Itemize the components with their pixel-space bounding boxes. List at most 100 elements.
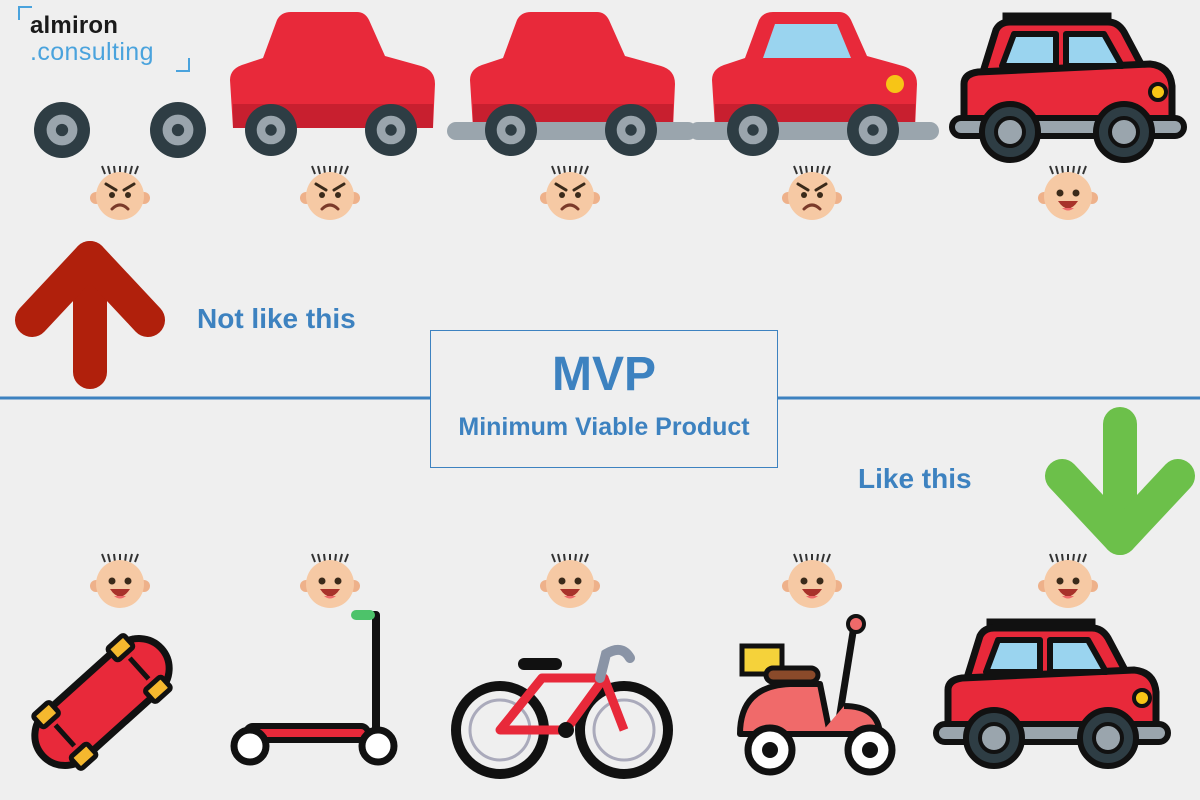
mouth [560, 203, 580, 211]
wheels-icon [34, 102, 206, 158]
wheel-center [385, 124, 397, 136]
scooter-hub [862, 742, 878, 758]
head [306, 560, 354, 608]
mvp-title: MVP [551, 348, 656, 401]
eye [1072, 577, 1080, 585]
skateboard-wheel [31, 700, 61, 730]
hair-strand [584, 165, 589, 175]
hair-strand [129, 553, 133, 563]
mouth [802, 203, 822, 211]
head [1044, 172, 1092, 220]
hair-strand [579, 165, 583, 175]
eye [559, 192, 565, 198]
bicycle-wheel [575, 681, 673, 779]
car-window-front [999, 31, 1059, 69]
car-headlight [1148, 82, 1168, 102]
eye [1056, 189, 1064, 197]
bicycle-rim [592, 698, 656, 762]
up-arrow-icon [15, 241, 165, 389]
hair-strand [557, 165, 561, 175]
skateboard-truck [53, 723, 77, 748]
hair-strand [129, 165, 133, 175]
brow [572, 182, 586, 192]
head [96, 172, 144, 220]
mouth [560, 589, 580, 597]
face-happy-bottom-2 [300, 553, 360, 608]
mvp-subtitle: Minimum Viable Product [458, 413, 750, 441]
eye [558, 577, 566, 585]
hair-strand [584, 553, 589, 563]
hair-strand [826, 165, 831, 175]
hair-strand [821, 553, 825, 563]
wheel-hub [1108, 116, 1140, 148]
head [546, 172, 594, 220]
car-axle-bar [447, 122, 697, 140]
car-window-rear [1063, 31, 1125, 69]
face-angry-top-3 [540, 165, 600, 220]
eye [124, 577, 132, 585]
brow [814, 182, 828, 192]
not-like-this-label: Not like this [197, 303, 356, 334]
eye [801, 192, 807, 198]
brow [122, 182, 136, 192]
mouth [1058, 201, 1078, 209]
wheel-center [171, 123, 185, 137]
eye [800, 577, 808, 585]
hair-strand [1077, 553, 1081, 563]
car-body [230, 12, 435, 128]
wheel-center [747, 124, 759, 136]
face-angry-top-2 [300, 165, 360, 220]
mvp-box: MVP Minimum Viable Product [430, 330, 778, 468]
hair-strand [793, 165, 798, 175]
brow [332, 182, 346, 192]
face-angry-top-4 [782, 165, 842, 220]
motor-scooter-icon [737, 614, 896, 776]
car-body-axles-icon [447, 12, 697, 156]
car-headlight [886, 75, 904, 93]
car-body [712, 12, 917, 128]
tongue [806, 596, 818, 599]
face-angry-top-1 [90, 165, 150, 220]
car-headlight [1132, 688, 1152, 708]
mouth [110, 203, 130, 211]
hair-strand [101, 165, 106, 175]
skateboard-deck [31, 635, 173, 769]
head [306, 172, 354, 220]
eye [1072, 189, 1080, 197]
hair-strand [826, 553, 831, 563]
scooter-hub [762, 742, 778, 758]
wheel-center [505, 124, 517, 136]
hair-strand [551, 165, 556, 175]
hair-strand [344, 553, 349, 563]
skateboard-deck-group [31, 633, 173, 771]
scooter-body [737, 681, 833, 737]
eye [816, 577, 824, 585]
car-window-front [983, 637, 1043, 675]
brow [554, 182, 568, 192]
brow [314, 182, 328, 192]
car-window [763, 24, 851, 58]
bicycle-pedal [558, 722, 574, 738]
like-this-label: Like this [858, 463, 972, 494]
face-happy-bottom-1 [90, 553, 150, 608]
eye [574, 577, 582, 585]
arrow-head [1045, 459, 1195, 555]
wheel-hub [1092, 722, 1124, 754]
hair-strand [101, 553, 106, 563]
hair-strand [107, 553, 111, 563]
hair-strand [1055, 553, 1059, 563]
wheel-center [867, 124, 879, 136]
logo-wordmark-line2: .consulting [30, 38, 154, 66]
down-arrow-icon [1045, 407, 1195, 555]
scooter-steering [834, 625, 858, 727]
wheel-center [55, 123, 69, 137]
bicycle-handlebar [595, 644, 635, 683]
head [788, 172, 836, 220]
skateboard-icon [31, 633, 173, 771]
eye [109, 192, 115, 198]
hair-strand [317, 553, 321, 563]
logo-wordmark-line1: almiron [30, 12, 119, 39]
scooter-stem [359, 611, 380, 742]
face-happy-bottom-4 [782, 553, 842, 608]
